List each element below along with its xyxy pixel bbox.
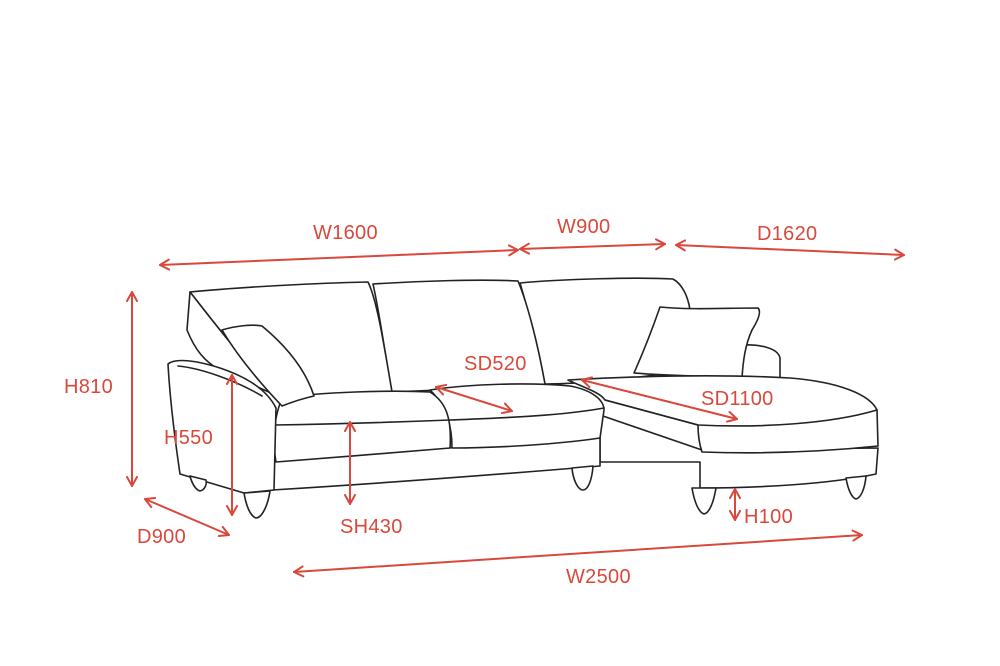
foot-back-left: [189, 475, 208, 492]
foot-chaise-right: [845, 475, 867, 500]
throw-pillow-left: [221, 324, 315, 407]
dim-line-w1600: [159, 244, 519, 271]
dim-line-w2500: [293, 529, 863, 578]
foot-front-left: [243, 490, 271, 519]
dim-line-sd520: [435, 383, 513, 415]
seat-cushion-left-top: [273, 419, 451, 426]
label-h550: H550: [164, 427, 213, 449]
label-sd1100: SD1100: [701, 388, 774, 410]
left-arm-inner: [177, 365, 263, 397]
left-arm: [167, 359, 277, 494]
dim-line-w900: [519, 238, 666, 255]
label-d900: D900: [137, 526, 186, 548]
chaise-cushion-front-edge: [604, 399, 878, 427]
sofa-illustration: [167, 277, 879, 519]
label-d1620: D1620: [757, 223, 817, 245]
label-w1600: W1600: [313, 222, 378, 244]
label-w900: W900: [557, 216, 610, 238]
throw-pillow-right: [633, 306, 761, 379]
label-w2500: W2500: [566, 566, 631, 588]
back-cushion-middle: [372, 279, 546, 393]
dim-line-sd1100: [581, 376, 738, 423]
foot-chaise-front: [691, 487, 717, 515]
label-h810: H810: [64, 376, 113, 398]
dimension-labels: W1600 W900 D1620 H810 H550 D900 SD520 SD…: [64, 216, 817, 588]
label-sd520: SD520: [464, 353, 527, 375]
label-sh430: SH430: [340, 516, 403, 538]
foot-middle: [571, 465, 594, 491]
dim-line-d1620: [675, 239, 905, 261]
dim-line-d900: [144, 496, 230, 538]
dimension-lines: [126, 238, 905, 578]
label-h100: H100: [744, 506, 793, 528]
